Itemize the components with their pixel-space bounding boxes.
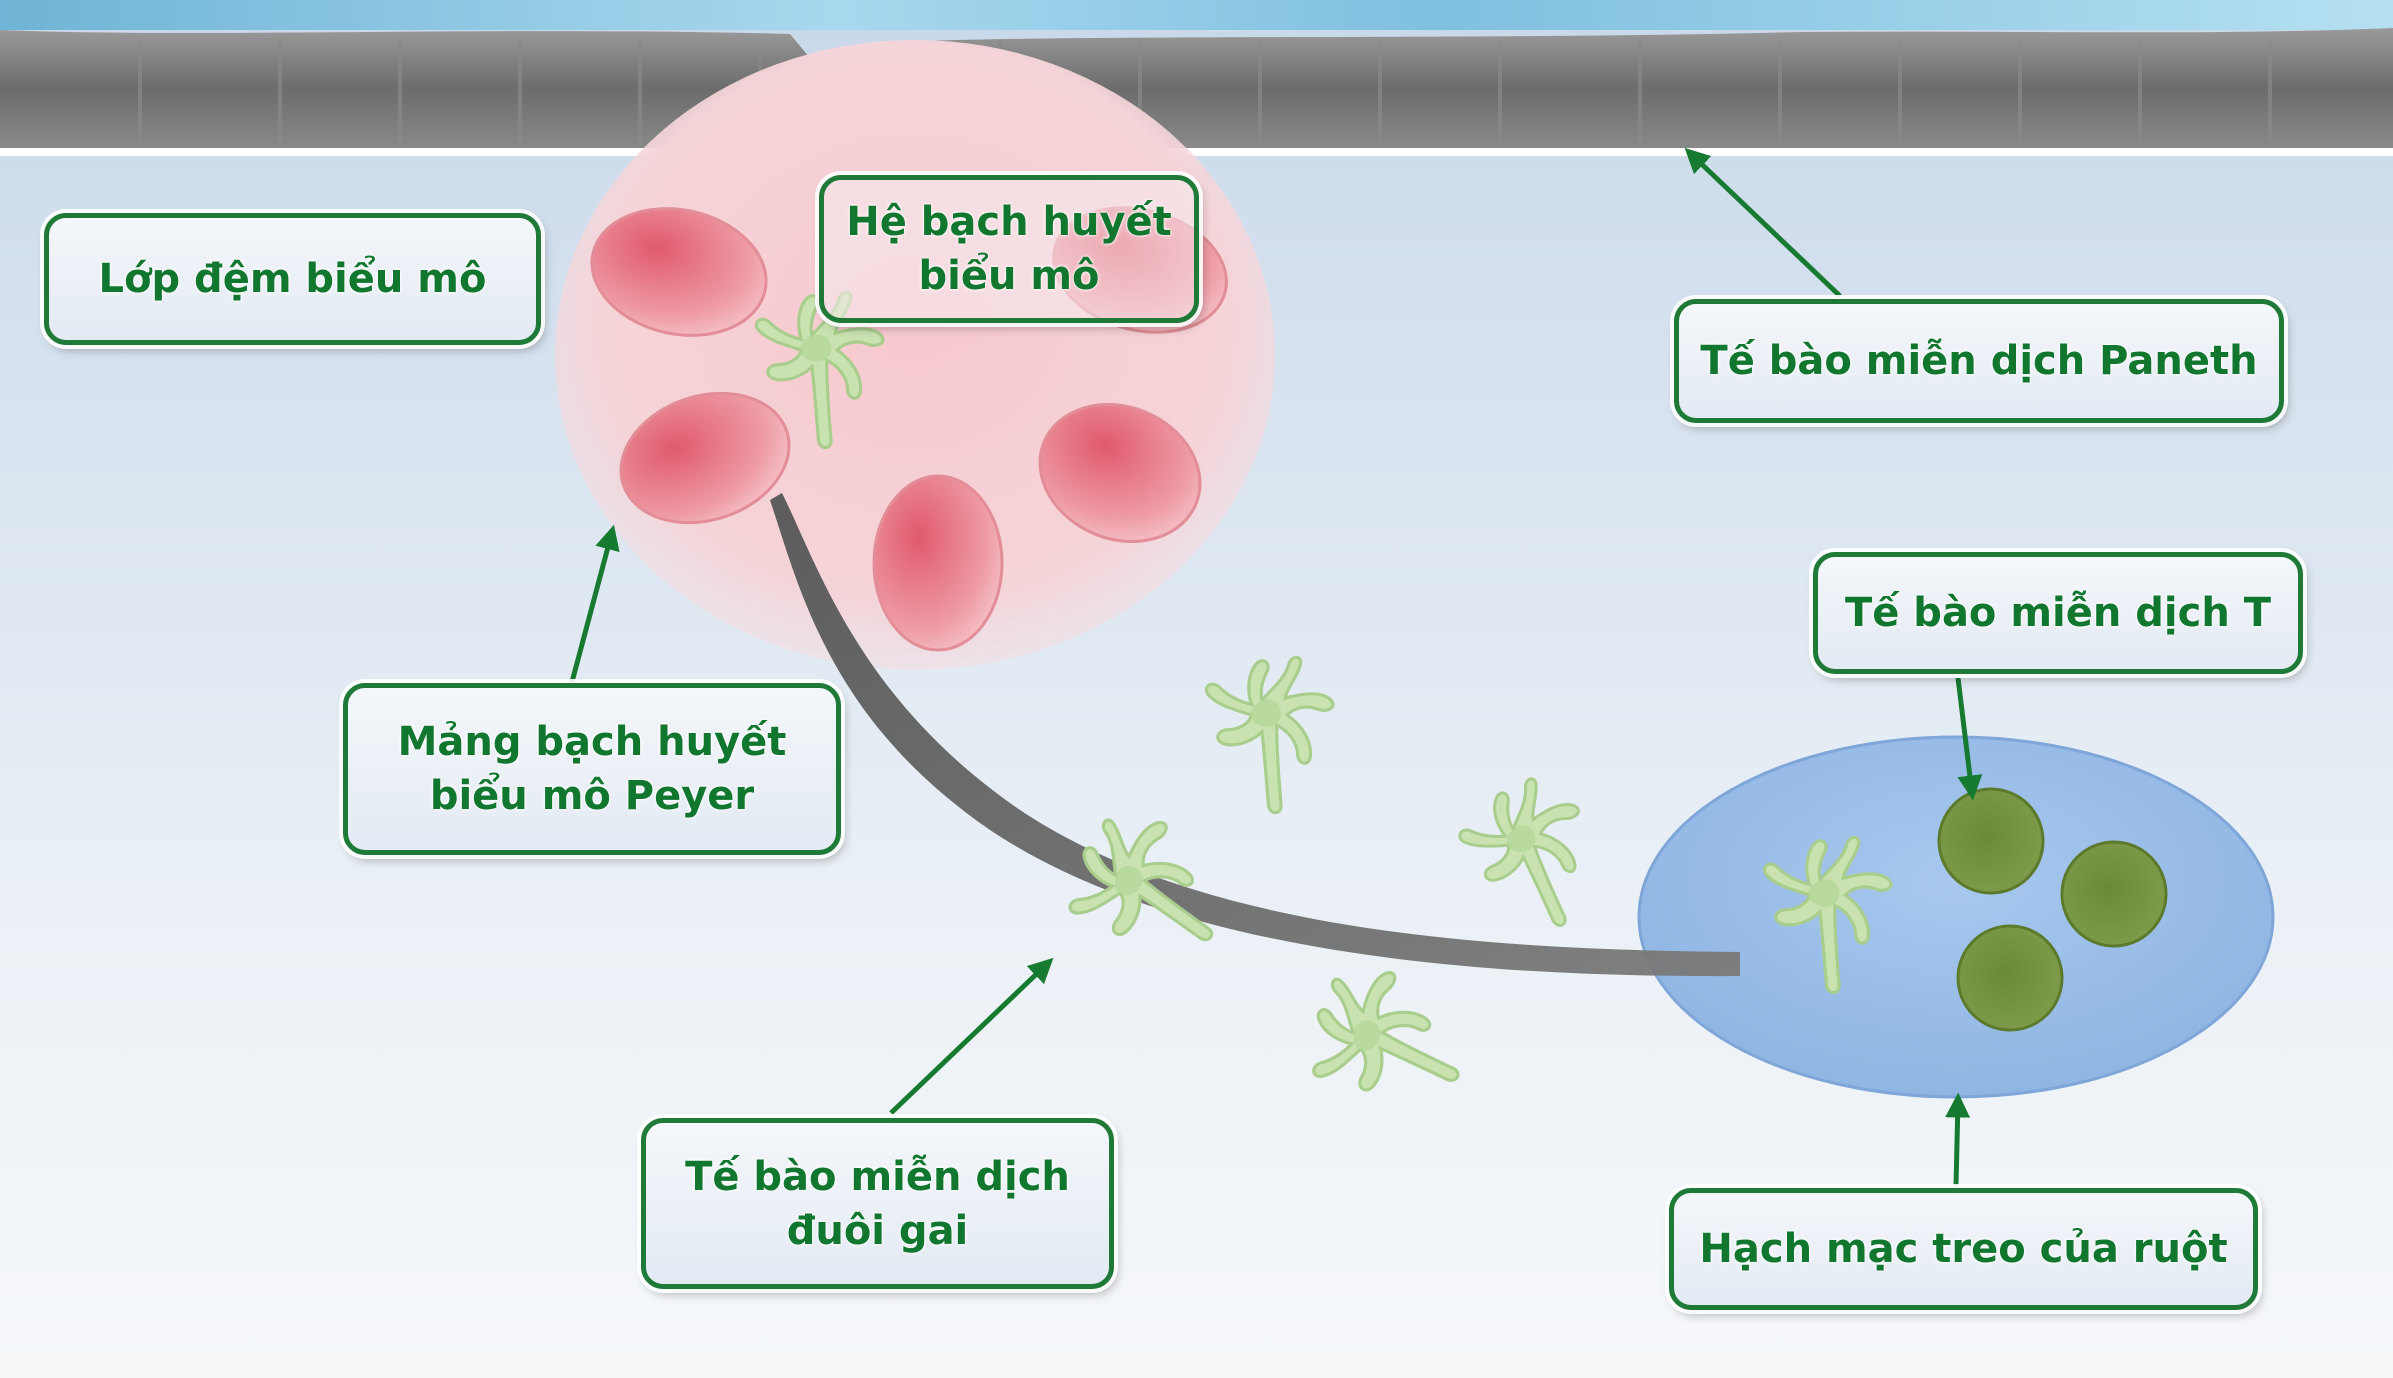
t-cell-icon — [1937, 787, 2045, 895]
label-epithelial-lymphatic-line2: biểu mô — [918, 253, 1100, 299]
mesenteric-lymph-node-shape — [1637, 735, 2275, 1099]
t-cell-icon — [1956, 924, 2064, 1032]
label-epithelial-lymphatic: Hệ bạch huyết biểu mô — [819, 175, 1199, 323]
arrow-dendritic — [889, 957, 1054, 1115]
label-peyers-patch: Mảng bạch huyết biểu mô Peyer — [343, 683, 841, 855]
label-epithelial-lymphatic-line1: Hệ bạch huyết — [846, 199, 1172, 245]
basement-membrane — [0, 148, 2393, 156]
label-dendritic-cell-line1: Tế bào miễn dịch — [685, 1153, 1070, 1200]
label-lamina-propria-text: Lớp đệm biểu mô — [98, 256, 487, 302]
label-mesenteric-lymph-node: Hạch mạc treo của ruột — [1669, 1188, 2258, 1310]
label-peyers-patch-line2: biểu mô Peyer — [429, 773, 755, 819]
arrow-lymph-node — [1945, 1092, 1971, 1187]
epithelium-layer — [0, 28, 2393, 150]
dendritic-cell-icon — [1204, 655, 1335, 815]
label-peyers-patch-line1: Mảng bạch huyết — [397, 719, 787, 765]
dendritic-cell-icon — [1286, 948, 1488, 1139]
lymphocyte-oval — [1038, 403, 1202, 543]
label-dendritic-cell-line2: đuôi gai — [786, 1207, 969, 1254]
label-paneth-cell: Tế bào miễn dịch Paneth — [1674, 299, 2284, 423]
t-cells — [1937, 787, 2168, 1032]
dendritic-cell-icon — [1447, 765, 1615, 949]
lymphocyte-oval — [872, 474, 1004, 652]
lymphocyte-oval — [590, 207, 768, 337]
label-t-cell-text: Tế bào miễn dịch T — [1844, 590, 2272, 636]
arrow-paneth — [1684, 147, 1842, 298]
label-t-cell: Tế bào miễn dịch T — [1813, 552, 2303, 674]
intestinal-lumen — [0, 0, 2393, 30]
label-lamina-propria: Lớp đệm biểu mô — [44, 213, 541, 345]
pointer-arrows — [569, 147, 1983, 1187]
label-mesenteric-lymph-node-text: Hạch mạc treo của ruột — [1699, 1226, 2228, 1272]
arrow-peyer — [569, 524, 620, 683]
label-dendritic-cell: Tế bào miễn dịch đuôi gai — [641, 1118, 1114, 1289]
t-cell-icon — [2060, 840, 2168, 948]
lymphocyte-oval — [619, 391, 791, 525]
label-paneth-cell-text: Tế bào miễn dịch Paneth — [1700, 338, 2258, 384]
arrow-tcell — [1955, 677, 1983, 801]
dendritic-cell-icon — [1045, 791, 1250, 992]
